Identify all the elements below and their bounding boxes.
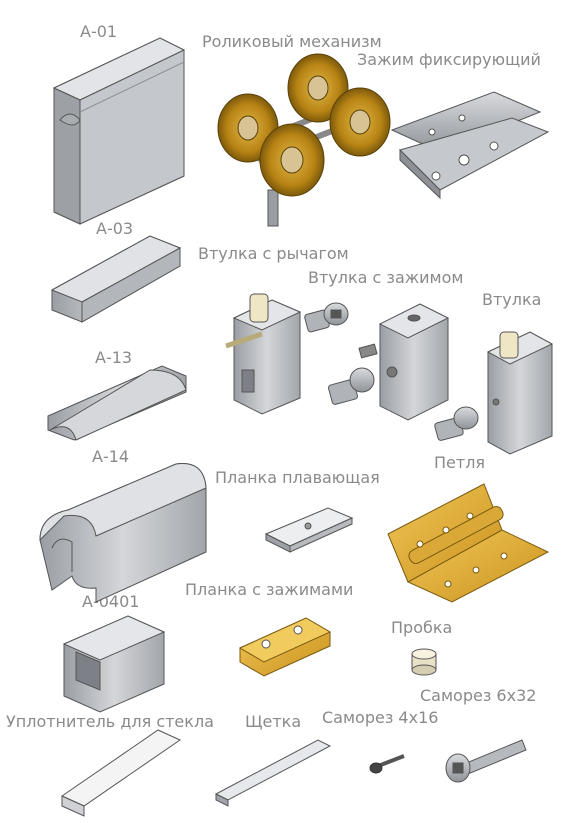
- label-roller-mechanism: Роликовый механизм: [202, 32, 382, 51]
- float-plate: [264, 507, 354, 553]
- label-clamp: Зажим фиксирующий: [357, 50, 541, 69]
- brush: [214, 739, 332, 807]
- profile-a0401: [62, 615, 166, 713]
- label-a14: А-14: [92, 447, 130, 466]
- glass-seal: [60, 729, 182, 817]
- label-bush-clamp: Втулка с зажимом: [308, 268, 464, 287]
- screw-6x32: [445, 739, 527, 783]
- clamp-fixing: [390, 91, 550, 200]
- bush-with-lever: [225, 293, 302, 415]
- label-screw-4x16: Саморез 4х16: [322, 708, 439, 727]
- bush-with-clamp: [328, 303, 450, 421]
- screw-4x16: [369, 754, 405, 774]
- label-brush: Щетка: [245, 712, 302, 731]
- profile-a01: [52, 37, 186, 225]
- clamp-plate: [238, 617, 332, 677]
- profile-a13: [47, 365, 187, 441]
- profile-a14: [39, 463, 207, 603]
- label-hinge: Петля: [434, 453, 486, 472]
- label-a01: А-01: [80, 22, 118, 41]
- roller-mechanism: [217, 53, 391, 227]
- label-bush-lever: Втулка с рычагом: [198, 244, 349, 263]
- hinge: [387, 483, 550, 603]
- label-a13: А-13: [95, 348, 133, 367]
- bush-screw: [304, 302, 349, 333]
- label-a03: А-03: [96, 219, 134, 238]
- label-bush: Втулка: [482, 290, 542, 309]
- plug: [411, 648, 437, 676]
- label-seal: Уплотнитель для стекла: [6, 712, 214, 731]
- label-screw-6x32: Саморез 6х32: [420, 686, 537, 705]
- label-clamp-plate: Планка с зажимами: [185, 580, 354, 599]
- label-float-plate: Планка плавающая: [215, 468, 380, 487]
- bush: [434, 331, 554, 455]
- label-plug: Пробка: [391, 618, 453, 637]
- profile-a03: [50, 235, 182, 323]
